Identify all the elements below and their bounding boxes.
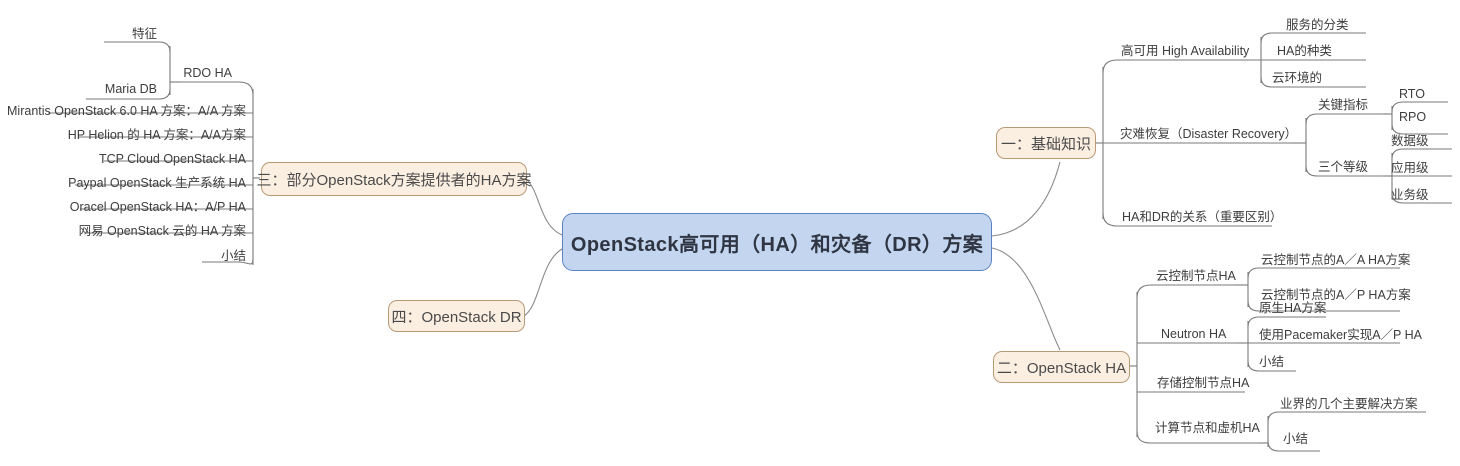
topic-providers-summary[interactable]: 小结 <box>0 249 246 264</box>
topic-neutron-summary[interactable]: 小结 <box>1259 355 1284 370</box>
chapter-one-label: 一：基础知识 <box>1001 135 1092 153</box>
topic-hp-helion-ha[interactable]: HP Helion 的 HA 方案：A/A方案 <box>0 128 246 143</box>
topic-label: 小结 <box>1283 432 1309 446</box>
topic-label: 计算节点和虚机HA <box>1155 421 1260 435</box>
topic-label: 原生HA方案 <box>1259 301 1327 315</box>
topic-cloud-control-aa[interactable]: 云控制节点的A／A HA方案 <box>1261 253 1410 268</box>
topic-label: RDO HA <box>183 66 232 80</box>
topic-label: 网易 OpenStack 云的 HA 方案 <box>78 224 246 238</box>
topic-cloud-control-ha[interactable]: 云控制节点HA <box>1156 269 1236 284</box>
topic-label: 小结 <box>220 249 246 263</box>
chapter-two-label: 二：OpenStack HA <box>996 359 1127 377</box>
topic-label: HP Helion 的 HA 方案：A/A方案 <box>67 128 246 142</box>
topic-compute-vm-ha[interactable]: 计算节点和虚机HA <box>1155 421 1260 436</box>
topic-label: 应用级 <box>1391 161 1429 175</box>
topic-cloud-environment[interactable]: 云环境的 <box>1272 71 1322 86</box>
chapter-node-three[interactable]: 三：部分OpenStack方案提供者的HA方案 <box>256 162 532 196</box>
topic-compute-summary[interactable]: 小结 <box>1283 432 1308 447</box>
topic-label: Paypal OpenStack 生产系统 HA <box>68 176 246 190</box>
topic-oracle-ha[interactable]: Oracel OpenStack HA：A/P HA <box>0 200 246 215</box>
topic-label: 云控制节点的A／P HA方案 <box>1261 288 1411 302</box>
topic-label: 云控制节点HA <box>1156 269 1236 283</box>
topic-label: 业界的几个主要解决方案 <box>1280 397 1418 411</box>
topic-ha-dr-relation[interactable]: HA和DR的关系（重要区别） <box>1122 210 1282 225</box>
topic-label: RTO <box>1399 87 1425 101</box>
topic-label: 使用Pacemaker实现A／P HA <box>1259 328 1423 342</box>
topic-pacemaker-ap-ha[interactable]: 使用Pacemaker实现A／P HA <box>1259 328 1422 343</box>
topic-paypal-ha[interactable]: Paypal OpenStack 生产系统 HA <box>0 176 246 191</box>
chapter-node-two[interactable]: 二：OpenStack HA <box>993 351 1130 383</box>
chapter-four-label: 四：OpenStack DR <box>391 308 522 326</box>
topic-three-levels[interactable]: 三个等级 <box>1318 160 1368 175</box>
topic-label: 数据级 <box>1391 134 1429 148</box>
topic-label: 服务的分类 <box>1286 18 1349 32</box>
topic-disaster-recovery[interactable]: 灾难恢复（Disaster Recovery） <box>1120 127 1297 142</box>
topic-label: 业务级 <box>1391 188 1429 202</box>
topic-label: Oracel OpenStack HA：A/P HA <box>69 200 246 214</box>
topic-label: TCP Cloud OpenStack HA <box>98 152 246 166</box>
topic-label: 三个等级 <box>1318 160 1369 174</box>
topic-mirantis-ha[interactable]: Mirantis OpenStack 6.0 HA 方案：A/A 方案 <box>0 104 246 119</box>
topic-key-metrics[interactable]: 关键指标 <box>1318 98 1368 113</box>
topic-native-ha[interactable]: 原生HA方案 <box>1259 301 1326 316</box>
topic-label: 特征 <box>131 27 157 41</box>
root-label: OpenStack高可用（HA）和灾备（DR）方案 <box>570 233 984 256</box>
topic-label: Neutron HA <box>1161 327 1227 341</box>
topic-label: 小结 <box>1259 355 1285 369</box>
topic-netease-ha[interactable]: 网易 OpenStack 云的 HA 方案 <box>0 224 246 239</box>
topic-label: 高可用 High Availability <box>1121 44 1250 58</box>
topic-rpo[interactable]: RPO <box>1399 110 1426 125</box>
topic-tcp-cloud-ha[interactable]: TCP Cloud OpenStack HA <box>0 152 246 167</box>
chapter-three-label: 三：部分OpenStack方案提供者的HA方案 <box>256 171 532 189</box>
topic-maria-db[interactable]: Maria DB <box>0 82 157 97</box>
topic-business-level[interactable]: 业务级 <box>1391 188 1429 203</box>
topic-label: 灾难恢复（Disaster Recovery） <box>1120 127 1298 141</box>
topic-label: 存储控制节点HA <box>1157 376 1250 390</box>
topic-service-classification[interactable]: 服务的分类 <box>1286 18 1349 33</box>
topic-neutron-ha[interactable]: Neutron HA <box>1161 327 1226 342</box>
topic-industry-solutions[interactable]: 业界的几个主要解决方案 <box>1280 397 1418 412</box>
root-node[interactable]: OpenStack高可用（HA）和灾备（DR）方案 <box>562 213 992 271</box>
topic-application-level[interactable]: 应用级 <box>1391 161 1429 176</box>
topic-label: 云控制节点的A／A HA方案 <box>1261 253 1411 267</box>
topic-label: 关键指标 <box>1318 98 1369 112</box>
topic-label: HA和DR的关系（重要区别） <box>1122 210 1283 224</box>
chapter-node-one[interactable]: 一：基础知识 <box>996 127 1096 159</box>
topic-label: RPO <box>1399 110 1427 124</box>
topic-data-level[interactable]: 数据级 <box>1391 134 1429 149</box>
topic-rto[interactable]: RTO <box>1399 87 1425 102</box>
topic-rdo-ha[interactable]: RDO HA <box>86 66 232 81</box>
chapter-node-four[interactable]: 四：OpenStack DR <box>388 300 525 332</box>
topic-label: Maria DB <box>104 82 157 96</box>
topic-high-availability[interactable]: 高可用 High Availability <box>1121 44 1249 59</box>
topic-cloud-control-ap[interactable]: 云控制节点的A／P HA方案 <box>1261 288 1411 303</box>
topic-label: Mirantis OpenStack 6.0 HA 方案：A/A 方案 <box>7 104 246 118</box>
topic-storage-control-ha[interactable]: 存储控制节点HA <box>1157 376 1249 391</box>
topic-label: HA的种类 <box>1277 44 1332 58</box>
topic-ha-types[interactable]: HA的种类 <box>1277 44 1332 59</box>
topic-rdo-features[interactable]: 特征 <box>0 27 157 42</box>
topic-label: 云环境的 <box>1272 71 1323 85</box>
